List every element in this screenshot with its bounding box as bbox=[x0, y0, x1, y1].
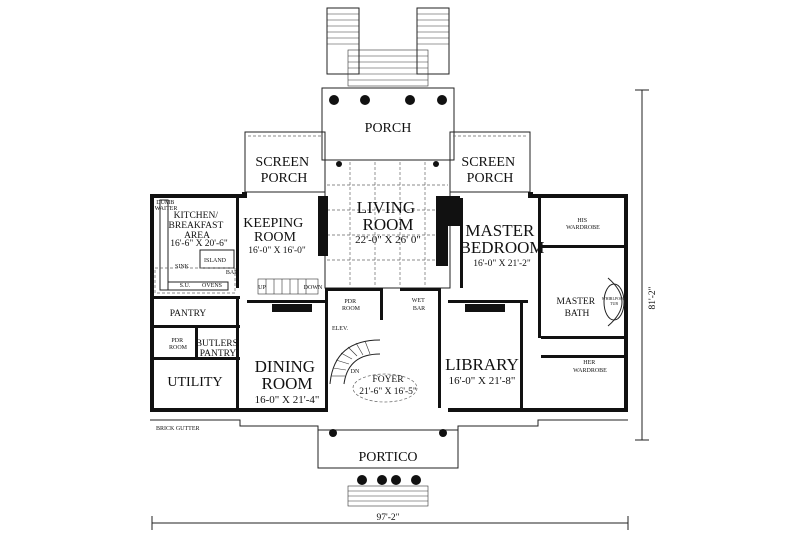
library-dims: 16'-0" X 21'-8" bbox=[449, 375, 516, 387]
living-room-label: LIVING ROOM bbox=[357, 198, 420, 234]
screen-porch-left-label: SCREEN PORCH bbox=[255, 155, 312, 186]
butlers-pantry-label: BUTLERS PANTRY bbox=[196, 339, 241, 359]
island-label: ISLAND bbox=[204, 258, 227, 264]
portico-label: PORTICO bbox=[358, 450, 417, 465]
overall-width-label: 97'-2" bbox=[376, 513, 399, 523]
su-label: S.U. bbox=[180, 283, 191, 289]
kitchen-fixtures bbox=[154, 199, 236, 294]
pantry-label: PANTRY bbox=[170, 309, 207, 319]
foyer-label: FOYER bbox=[372, 375, 404, 385]
library-label: LIBRARY bbox=[445, 355, 519, 374]
overall-depth-label: 81'-2" bbox=[648, 286, 658, 309]
dn-label: DN bbox=[351, 369, 360, 375]
elev-label: ELEV. bbox=[332, 326, 349, 332]
width-dimension-line bbox=[151, 516, 629, 530]
master-bath-label: MASTER BATH bbox=[557, 297, 598, 319]
dumb-waiter-label: DUMB WAITER bbox=[155, 200, 178, 212]
porch-area bbox=[321, 87, 455, 161]
master-bedroom-label: MASTER BEDROOM bbox=[459, 221, 544, 257]
fireplaces bbox=[272, 196, 505, 312]
keeping-room-label: KEEPING ROOM bbox=[243, 216, 306, 245]
bar-label: BAR bbox=[226, 270, 238, 276]
whirlpool-tub-label: WHIRLPOOL TUB bbox=[602, 296, 626, 306]
up-label: UP bbox=[258, 285, 266, 291]
utility-label: UTILITY bbox=[167, 375, 222, 390]
porch-label: PORCH bbox=[365, 121, 412, 136]
kitchen-label: KITCHEN/ BREAKFAST AREA bbox=[169, 211, 226, 241]
dining-room-label: DINING ROOM bbox=[255, 357, 320, 393]
wet-bar-label: WET BAR bbox=[412, 298, 426, 312]
her-wardrobe-label: HER WARDROBE bbox=[573, 360, 607, 374]
keeping-room-stairs bbox=[257, 278, 319, 295]
interior-walls bbox=[154, 198, 624, 408]
screen-porch-right-label: SCREEN PORCH bbox=[461, 155, 518, 186]
living-room-dims: 22'-0" X 26' 0" bbox=[355, 234, 421, 246]
dining-room-dims: 16-0" X 21'-4" bbox=[255, 394, 320, 406]
whirlpool-tub bbox=[603, 277, 625, 327]
depth-dimension-line bbox=[635, 89, 649, 441]
rear-stairs bbox=[326, 7, 450, 87]
exterior-walls bbox=[150, 192, 628, 412]
brick-gutter-line bbox=[150, 419, 319, 430]
kitchen-dims: 16'-6" X 20'-6" bbox=[170, 239, 228, 249]
down-label: DOWN bbox=[304, 285, 323, 291]
pdr-room-center-label: PDR ROOM bbox=[342, 299, 361, 312]
keeping-room-dims: 16'-0" X 16'-0" bbox=[248, 246, 306, 256]
pdr-room-left-label: PDR ROOM bbox=[169, 338, 188, 351]
portico-area bbox=[317, 429, 459, 507]
master-bedroom-dims: 16'-0" X 21'-2" bbox=[473, 259, 531, 269]
foyer-staircase bbox=[329, 339, 418, 403]
sink-label: SINK bbox=[175, 264, 190, 270]
his-wardrobe-label: HIS WARDROBE bbox=[566, 218, 600, 231]
ovens-label: OVENS bbox=[202, 283, 222, 289]
foyer-dims: 21'-6" X 16'-5" bbox=[359, 387, 417, 397]
brick-gutter-label: BRICK GUTTER bbox=[156, 426, 200, 432]
